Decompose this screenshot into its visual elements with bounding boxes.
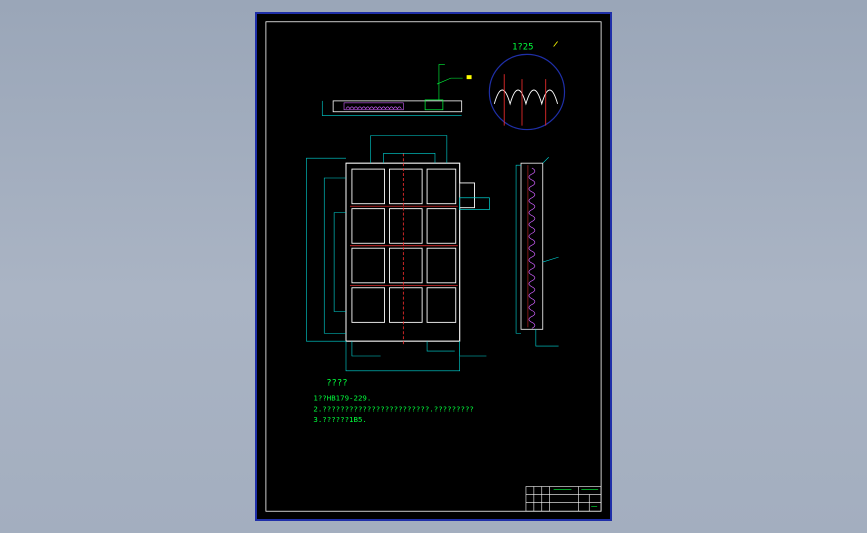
detail-view <box>488 41 566 131</box>
note-line-2: 2.????????????????????????.????????? <box>313 404 474 413</box>
title-block <box>525 486 602 512</box>
side-section-view <box>515 157 559 347</box>
plan-view <box>306 135 490 372</box>
top-section-view <box>321 63 472 117</box>
detail-scale-label: 1?25 <box>512 42 533 52</box>
section-marker <box>466 75 472 80</box>
note-line-1: 1??HB179-229. <box>313 393 371 402</box>
cad-drawing: 1?25 <box>265 21 602 512</box>
notes-title: ???? <box>326 379 347 389</box>
note-line-3: 3.??????1B5. <box>313 415 367 424</box>
inner-border <box>265 21 602 512</box>
drawing-sheet: 1?25 <box>255 12 612 521</box>
